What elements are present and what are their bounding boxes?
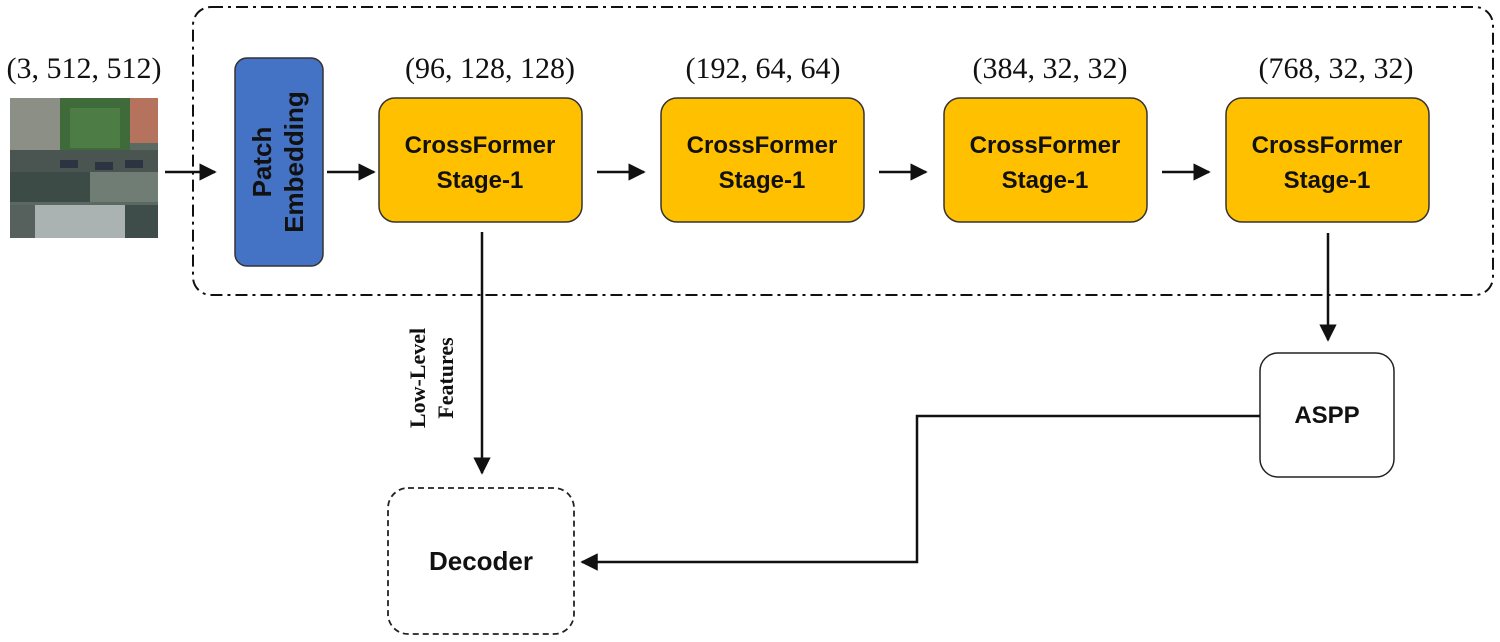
low-level-label-line2: Features [433, 337, 458, 419]
stage-4-dims-label: (768, 32, 32) [1259, 52, 1414, 85]
decoder-label: Decoder [429, 546, 533, 576]
stage-1-label-line1: CrossFormer [405, 132, 556, 159]
patch-embedding-label-line2: Embedding [279, 91, 309, 233]
encoder-frame [192, 6, 1494, 296]
decoder-block [387, 487, 575, 635]
stage-3-dims-label: (384, 32, 32) [973, 52, 1128, 85]
stage-2-label-line2: Stage-1 [719, 167, 806, 194]
stage-3-label-line1: CrossFormer [970, 132, 1121, 159]
stage-1-dims-label: (96, 128, 128) [405, 52, 575, 85]
stage-3-label-line2: Stage-1 [1002, 167, 1089, 194]
stage-1-label-line2: Stage-1 [437, 167, 524, 194]
stage-2-label-line1: CrossFormer [687, 132, 838, 159]
low-level-label-line1: Low-Level [405, 328, 430, 428]
stage-4-label-line1: CrossFormer [1252, 132, 1403, 159]
aspp-label: ASPP [1294, 402, 1359, 429]
input-dims-label: (3, 512, 512) [7, 52, 162, 85]
stage-1-block [378, 97, 583, 223]
patch-embedding-label-line1: Patch [247, 127, 277, 198]
stage-2-dims-label: (192, 64, 64) [686, 52, 841, 85]
aerial-image-thumbnail [10, 98, 158, 238]
stage-2-block [660, 97, 865, 223]
stage-4-block [1225, 97, 1430, 223]
patch-embedding-block [234, 57, 324, 267]
stage-4-label-line2: Stage-1 [1284, 167, 1371, 194]
stage-3-block [943, 97, 1148, 223]
arrow-aspp-to-decoder [580, 414, 1260, 571]
